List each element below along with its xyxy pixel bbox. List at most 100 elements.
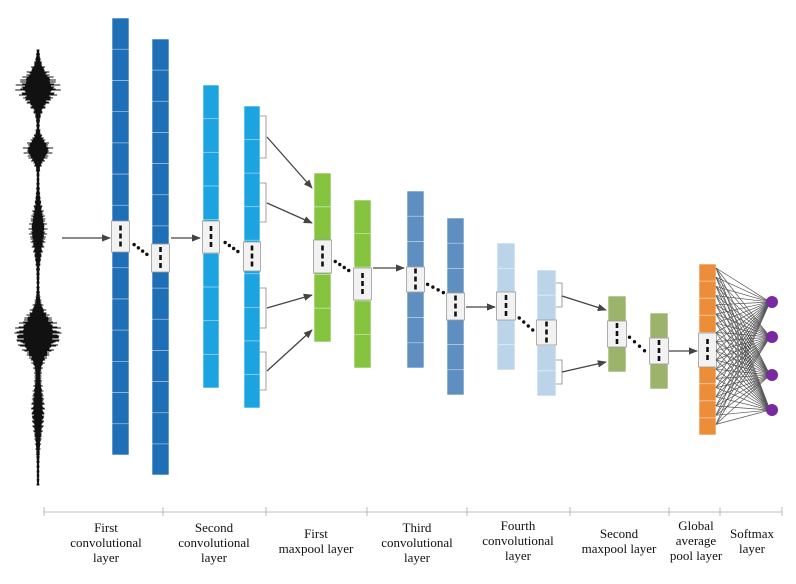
conv4-a-vdot (504, 295, 508, 300)
softmax-connection-line (715, 304, 771, 338)
conv1-b-vdot (159, 263, 162, 268)
softmax-connection-line (715, 301, 771, 352)
softmax-connection-line (715, 301, 771, 425)
softmax-connection-line (715, 368, 771, 376)
label-line: layer (739, 541, 765, 556)
conv1-b-vdot (159, 247, 162, 252)
conv4-bracket-2 (556, 359, 563, 385)
label-line: Fourth (500, 518, 536, 533)
conv4-dots (526, 324, 530, 328)
conv1-dots (140, 249, 145, 253)
maxpool2-dots (632, 340, 637, 344)
gap-layer-vdot (706, 347, 709, 352)
conv4-b-vdot (545, 321, 548, 327)
conv3-b (446, 217, 465, 396)
conv1-dots (136, 246, 141, 250)
softmax-connection-line (715, 276, 771, 303)
conv3-a-vdot (414, 268, 417, 274)
conv3-dots (431, 285, 435, 289)
label-line: Third (402, 520, 432, 535)
softmax-connection-line (715, 322, 771, 338)
conv3-dots (441, 290, 446, 295)
conv2-a-vdot (209, 234, 213, 239)
softmax-output-node (766, 369, 778, 381)
softmax-connection-line (715, 301, 771, 370)
conv3-dots (425, 282, 430, 287)
conv1-b (151, 38, 170, 476)
maxpool1-a-vdot (321, 261, 324, 267)
maxpool1-a-vdot (321, 245, 324, 251)
conv4-a-vdot (504, 311, 508, 316)
conv3-b-vdot (454, 295, 457, 301)
label-line: average (675, 533, 717, 548)
maxpool2-b (649, 312, 669, 390)
maxpool2-a-vdot (615, 331, 619, 336)
conv3-a-vdot (414, 276, 417, 282)
label-line: layer (404, 550, 430, 565)
conv3-b-vdot (454, 303, 457, 309)
softmax-output-node (766, 331, 778, 343)
label-first-maxpool: First maxpool layer (268, 526, 364, 556)
softmax-connection-line (715, 374, 771, 407)
softmax-connection-line (715, 301, 771, 388)
conv2-b-vdot (250, 245, 254, 251)
conv4-dots (517, 316, 521, 320)
conv4-a (496, 242, 516, 371)
label-line: convolutional (381, 535, 453, 550)
label-softmax: Softmax layer (722, 526, 782, 556)
label-line: layer (93, 550, 119, 565)
label-first-conv: First convolutional layer (54, 520, 158, 565)
input-waveform (14, 49, 62, 486)
label-third-conv: Third convolutional layer (368, 520, 466, 565)
conv2-b-vdot (250, 253, 254, 259)
softmax-connection-line (715, 301, 771, 315)
maxpool1-b (353, 199, 372, 369)
softmax-connection-line (715, 336, 771, 398)
label-line: Second (194, 520, 234, 535)
maxpool1-b-vdot (361, 289, 364, 294)
conv1-a-vdot (119, 241, 122, 247)
label-fourth-conv: Fourth convolutional layer (468, 518, 568, 563)
softmax-connection-line (715, 336, 771, 425)
maxpool1-dots (333, 259, 337, 264)
gap-layer-vdot (706, 339, 709, 344)
softmax-connection-line (715, 336, 771, 407)
maxpool1-a-vdot (321, 253, 324, 259)
label-line: layer (505, 548, 531, 563)
softmax-connection-line (715, 267, 771, 338)
softmax-connection-line (715, 286, 771, 303)
softmax-connection-line (715, 301, 771, 397)
softmax-connection-line (715, 295, 771, 303)
label-line: layer (201, 550, 227, 565)
conv1-dots (132, 242, 136, 247)
softmax-connection-line (715, 301, 771, 333)
conv4-bracket-1 (556, 282, 563, 308)
softmax-connection-line (715, 336, 771, 361)
label-line: pool layer (669, 548, 723, 563)
conv2-to-maxpool1-arrow-4 (266, 329, 313, 372)
maxpool2-b-vdot (657, 340, 661, 345)
conv3-a (406, 190, 425, 369)
softmax-connection-line (715, 387, 771, 411)
softmax-connection-line (715, 409, 771, 416)
label-line: convolutional (178, 535, 250, 550)
label-second-conv: Second convolutional layer (164, 520, 264, 565)
softmax-connection-line (715, 301, 771, 407)
softmax-output-node (766, 296, 778, 308)
maxpool2-dots (627, 335, 632, 339)
maxpool2-a-vdot (615, 323, 619, 328)
maxpool2-dots (637, 344, 642, 348)
conv2-a-vdot (209, 242, 213, 247)
conv2-bracket-4 (260, 351, 267, 391)
softmax-connection-line (715, 336, 771, 388)
softmax-connection-line (715, 276, 771, 338)
softmax-connection-line (715, 336, 771, 352)
softmax-connection-line (715, 301, 771, 379)
softmax-connection-line (715, 286, 771, 338)
label-line: Second (599, 526, 639, 541)
conv2-dots (223, 240, 227, 245)
conv2-b-vdot (250, 261, 254, 267)
conv2-b (243, 105, 261, 409)
maxpool1-b-vdot (361, 273, 364, 278)
maxpool2-b-vdot (657, 348, 661, 353)
